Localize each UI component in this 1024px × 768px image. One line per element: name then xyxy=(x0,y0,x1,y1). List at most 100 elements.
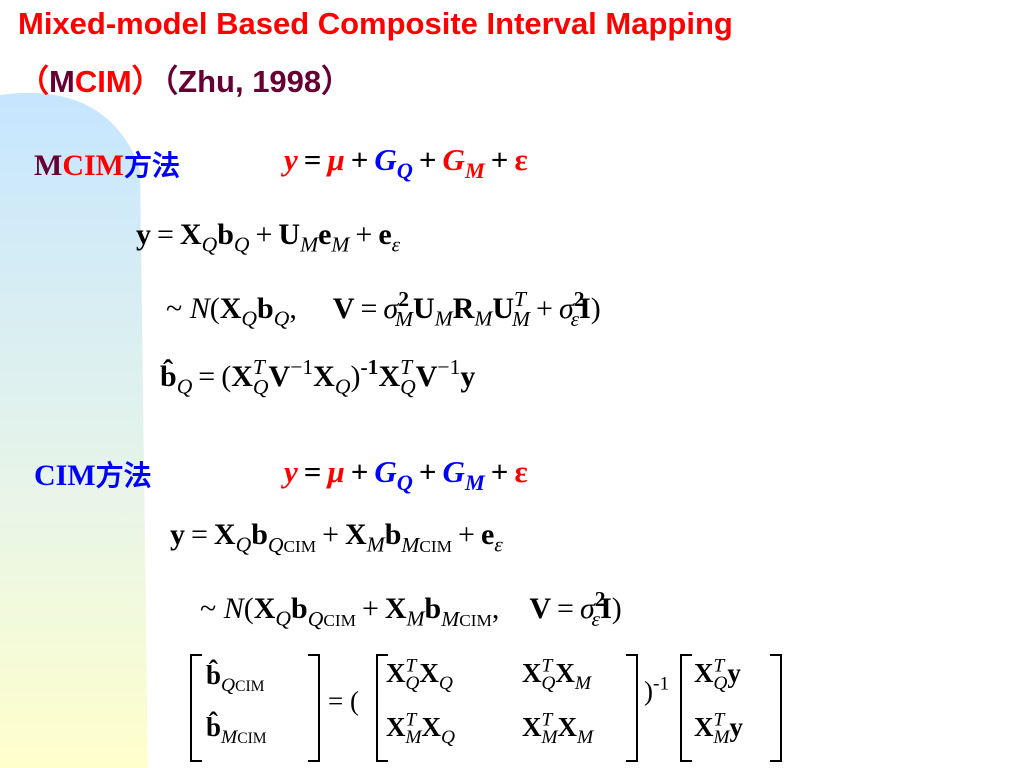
eq-y: y xyxy=(729,712,744,742)
eq-paren: ) xyxy=(350,360,361,393)
eq-paren: ( xyxy=(349,686,359,716)
model-plus: + xyxy=(350,142,369,177)
matrix-bracket-left xyxy=(376,654,388,762)
model-y: y xyxy=(284,142,298,177)
eq-y: y xyxy=(727,658,741,688)
eq-x: X xyxy=(378,360,401,393)
eq-b: b xyxy=(384,518,402,551)
eq-sub: M xyxy=(331,232,350,257)
eq-sub: M xyxy=(441,606,460,631)
eq-paren: ) xyxy=(590,292,601,325)
eq-n: N xyxy=(189,292,210,325)
eq-v: V xyxy=(415,360,438,393)
eq-bhat: b̂ xyxy=(160,360,177,393)
eq-sub: M xyxy=(434,306,453,331)
eq-sub: Q xyxy=(400,374,416,399)
eq-sup: T xyxy=(405,655,417,677)
eq-v: V xyxy=(268,360,291,393)
model-epsilon: ε xyxy=(514,142,528,177)
eq-x: X xyxy=(694,658,714,688)
eq-u: U xyxy=(413,292,435,325)
eq-sub: Q xyxy=(307,606,324,631)
lhs-row-1: b̂QCIM xyxy=(206,660,264,695)
eq-u: U xyxy=(278,218,301,251)
mid-row-1-col-1: XTQXQ xyxy=(386,655,453,693)
eq-sup: 2 xyxy=(573,287,585,312)
model-plus: + xyxy=(418,142,437,177)
eq-sigma: σ xyxy=(558,292,574,325)
eq-sub: M xyxy=(401,532,420,557)
eq-sign: = xyxy=(360,292,378,325)
eq-sup: T xyxy=(541,709,553,731)
matrix-bracket-right xyxy=(770,654,782,762)
matrix-inverse: )-1 xyxy=(644,674,669,707)
lhs-row-2: b̂MCIM xyxy=(206,712,267,747)
eq-e: e xyxy=(480,518,495,551)
eq-plus: + xyxy=(536,292,553,325)
model-gq: G xyxy=(374,142,397,177)
matrix-equals: = ( xyxy=(328,686,359,717)
eq-sup: 2 xyxy=(594,587,606,612)
eq-subsub: CIM xyxy=(419,536,453,556)
eq-y: y xyxy=(170,518,185,551)
eq-sub: ε xyxy=(494,532,503,557)
model-mu: μ xyxy=(327,454,345,489)
eq-sub: M xyxy=(406,606,425,631)
model-m: M xyxy=(464,157,485,183)
eq-sign: = xyxy=(198,360,216,393)
eq-sub: M xyxy=(474,306,493,331)
eq-b: b xyxy=(424,592,442,625)
cim-model-equation: y=μ+GQ+GM+ε xyxy=(284,454,528,493)
mcim-method-label: MCIM方法 xyxy=(34,144,180,184)
eq-x: X xyxy=(694,712,714,742)
cim-equation-1: y=XQbQCIM+XMbMCIM+eε xyxy=(170,518,503,555)
eq-sign: = xyxy=(557,592,574,625)
eq-e: e xyxy=(378,218,392,251)
eq-sub: Q xyxy=(273,306,290,331)
model-plus: + xyxy=(350,454,369,489)
cim-equation-3: b̂QCIM b̂MCIM = ( XTQXQ XTQXM XTMXQ XTMX… xyxy=(190,652,990,764)
eq-sup: -1 xyxy=(360,355,379,380)
model-gm: G xyxy=(442,454,465,489)
eq-x: X xyxy=(219,292,242,325)
eq-sub: M xyxy=(574,672,592,694)
matrix-bracket-left xyxy=(190,654,202,762)
eq-tilde: ~ xyxy=(200,592,217,625)
eq-sub: M xyxy=(541,726,558,748)
eq-sub: ε xyxy=(591,606,601,631)
eq-b: b xyxy=(251,518,268,551)
eq-sigma: σ xyxy=(579,592,595,625)
eq-x: X xyxy=(213,518,236,551)
eq-x: X xyxy=(313,360,335,393)
eq-x: X xyxy=(555,658,575,688)
mid-row-1-col-2: XTQXM xyxy=(522,655,591,693)
eq-sub: Q xyxy=(405,672,420,694)
eq-sub: Q xyxy=(221,674,236,696)
eq-x: X xyxy=(179,218,202,251)
eq-plus: + xyxy=(458,518,475,551)
eq-sub: M xyxy=(405,726,422,748)
eq-sup: T xyxy=(405,709,417,731)
eq-sub: Q xyxy=(334,374,351,399)
eq-comma: , xyxy=(491,592,500,625)
title-close-paren: ） xyxy=(131,64,163,99)
eq-sub: Q xyxy=(235,532,252,557)
matrix-bracket-right xyxy=(308,654,320,762)
eq-sign: = xyxy=(157,218,174,251)
model-plus: + xyxy=(490,454,509,489)
mcim-equation-2: ~ N(XQbQ,V=σ2MUMRMUTM+σ2εI) xyxy=(166,288,601,329)
eq-paren: ( xyxy=(243,592,254,625)
eq-sub: M xyxy=(713,726,730,748)
eq-sup: 2 xyxy=(398,287,410,312)
eq-sup: −1 xyxy=(437,355,461,380)
eq-sub: Q xyxy=(441,726,456,748)
eq-sup: T xyxy=(541,655,553,677)
eq-sub: Q xyxy=(233,232,250,257)
model-plus: + xyxy=(418,454,437,489)
eq-sub: M xyxy=(395,306,414,331)
eq-sup: T xyxy=(713,709,725,731)
eq-sub: Q xyxy=(252,374,269,399)
eq-paren: ( xyxy=(221,360,232,393)
eq-u: U xyxy=(492,292,515,325)
eq-sub: Q xyxy=(241,306,258,331)
